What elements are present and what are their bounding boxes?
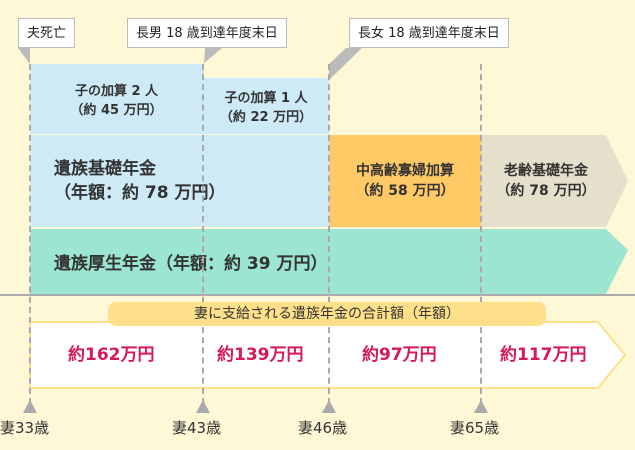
marker-triangle-icon: [23, 400, 37, 413]
total-amount: 約139万円: [217, 345, 304, 365]
callout-daughter-18: 長女 18 歳到達年度末日: [349, 18, 509, 48]
divider: [328, 64, 330, 404]
marker-triangle-icon: [474, 400, 488, 413]
survivor-welfare-pension: 遺族厚生年金（年額：約 39 万円）: [54, 254, 328, 274]
total-label-pill: 妻に支給される遺族年金の合計額（年額）: [108, 302, 546, 326]
age-label: 妻33歳: [0, 419, 50, 437]
label: 子の加算 2 人: [74, 84, 159, 99]
label: 中高齢寡婦加算: [356, 163, 454, 179]
amount: （約 58 万円）: [355, 183, 455, 199]
callout-son-18: 長男 18 歳到達年度末日: [127, 18, 287, 48]
divider: [29, 64, 31, 404]
child-addition-1: 子の加算 1 人 （約 22 万円）: [203, 78, 329, 134]
marker-triangle-icon: [322, 400, 336, 413]
amount: （約 45 万円）: [70, 103, 163, 118]
label: 子の加算 1 人: [224, 91, 308, 106]
callout-husband-death: 夫死亡: [18, 18, 76, 48]
callout-pointer: [203, 48, 222, 80]
age-label: 妻46歳: [298, 419, 348, 437]
middle-age-widow-addition: 中高齢寡婦加算 （約 58 万円）: [329, 135, 481, 227]
divider: [480, 64, 482, 404]
marker-triangle-icon: [196, 400, 210, 413]
callout-pointer: [18, 48, 30, 64]
total-amount: 約162万円: [68, 345, 155, 365]
child-addition-2: 子の加算 2 人 （約 45 万円）: [30, 64, 203, 134]
label: 老齢基礎年金: [504, 163, 588, 179]
age-label: 妻43歳: [172, 419, 222, 437]
divider: [202, 64, 204, 404]
old-age-basic-pension: 老齢基礎年金 （約 78 万円）: [481, 135, 611, 227]
total-amount: 約97万円: [362, 345, 437, 365]
survivor-basic-pension: 遺族基礎年金 （年額：約 78 万円）: [30, 135, 329, 227]
amount: （約 78 万円）: [496, 183, 596, 199]
old-age-arrow: [481, 135, 628, 227]
age-label: 妻65歳: [450, 419, 500, 437]
callout-pointer: [329, 48, 362, 80]
label: 遺族基礎年金: [54, 159, 156, 179]
amount: （年額：約 78 万円）: [54, 183, 226, 203]
total-amount: 約117万円: [500, 345, 587, 365]
amount: （約 22 万円）: [219, 110, 313, 125]
